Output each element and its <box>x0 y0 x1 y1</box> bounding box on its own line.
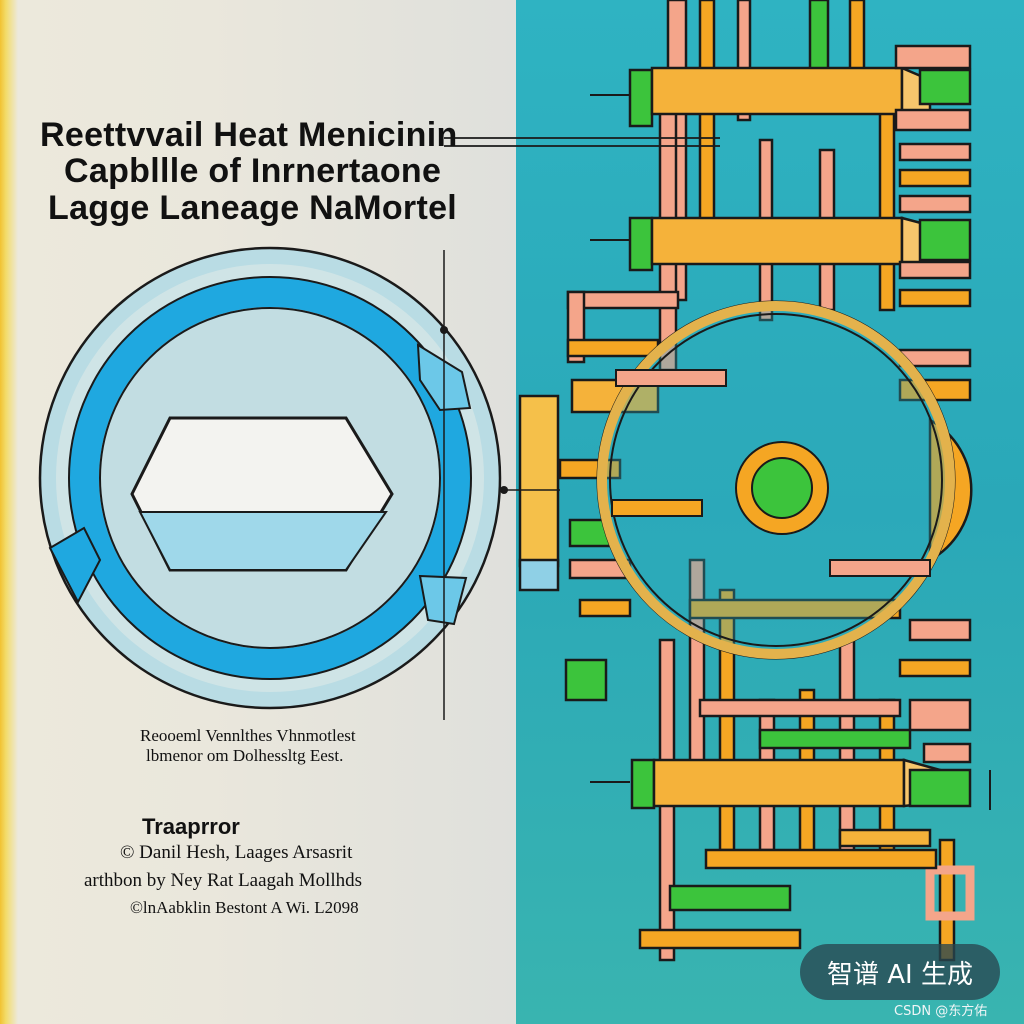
credits-heading: Traaprror <box>142 814 240 839</box>
title-line-3: Lagge Laneage NaMortel <box>48 189 458 227</box>
credits-line-2: arthbon by Ney Rat Laagah Mollhds <box>84 870 363 891</box>
credits-line-1: © Danil Hesh, Laages Arsasrit <box>120 842 353 863</box>
caption-line-1: Reooeml Vennlthes Vhnmotlest <box>140 726 356 745</box>
magnifying-glass-icon <box>596 300 956 660</box>
credits-line-3: ©lnAabklin Bestont A Wi. L2098 <box>130 898 359 917</box>
title-line-1: Reettvvail Heat Menicinin <box>40 116 458 154</box>
source-credit: CSDN @东方佑 <box>894 1004 988 1019</box>
title-line-2: Capbllle of Inrnertaone <box>64 152 442 190</box>
caption-line-2: lbmenor om Dolhessltg Eest. <box>146 746 344 765</box>
circuit-ring-icon <box>38 246 560 720</box>
ai-generated-badge: 智谱 AI 生成 <box>800 944 1000 1000</box>
